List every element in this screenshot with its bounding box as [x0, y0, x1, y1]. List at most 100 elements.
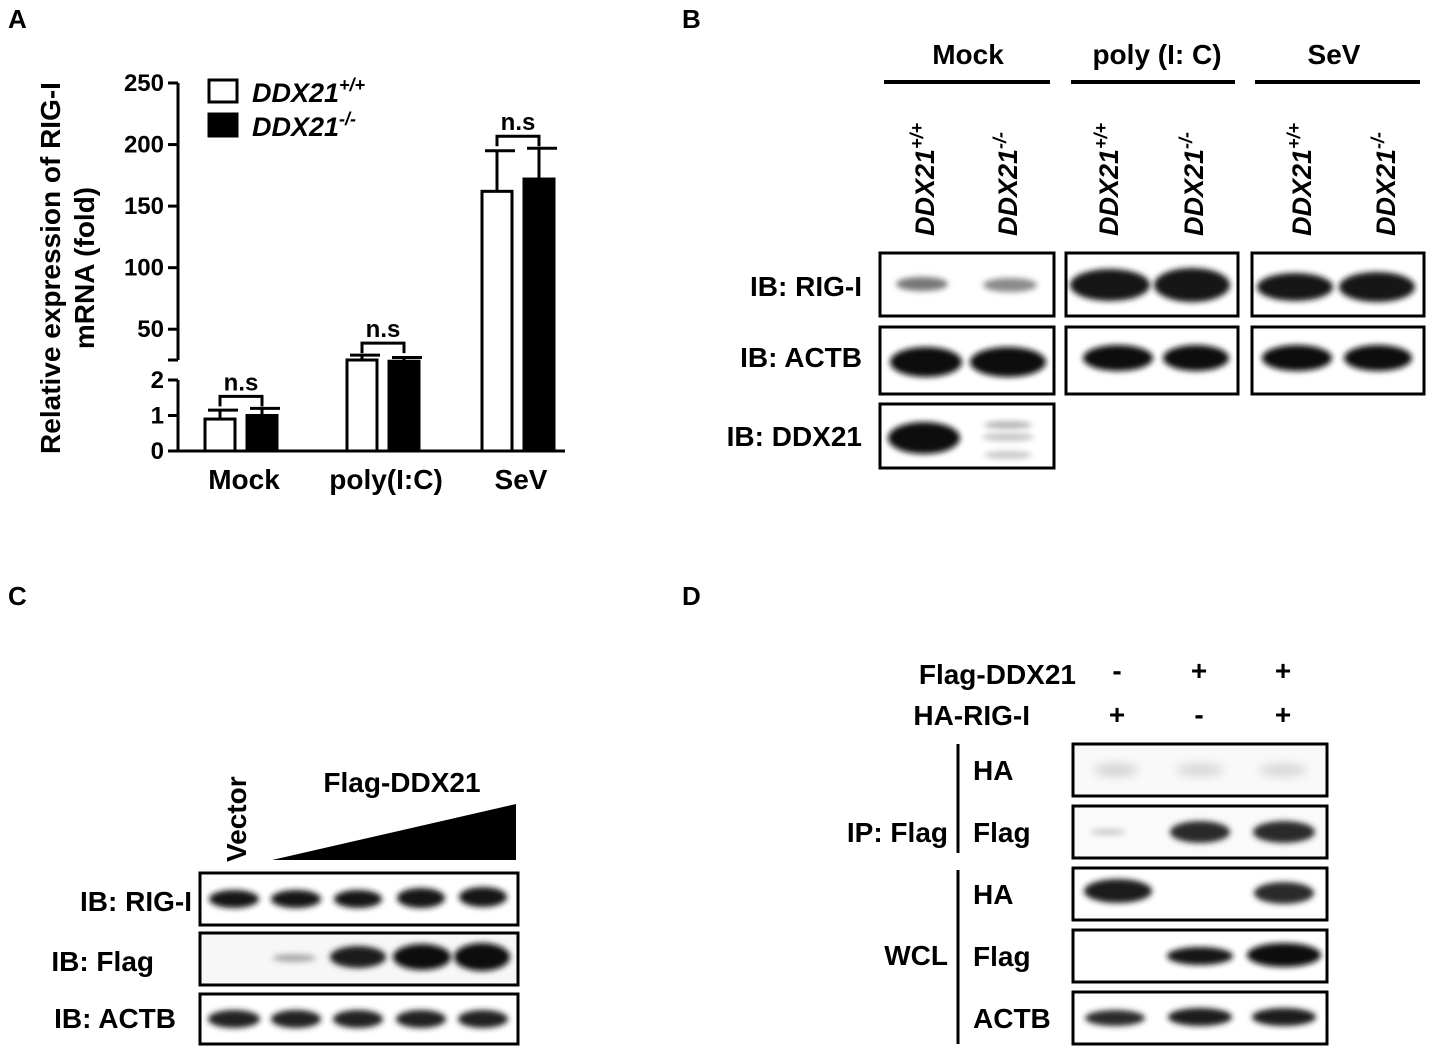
blot-label-actb: IB: ACTB: [740, 342, 862, 373]
construct-label: Flag-DDX21: [323, 767, 480, 798]
blot-c-flag: [198, 931, 520, 987]
y-tick-label: 100: [124, 255, 164, 282]
band: [1070, 269, 1150, 301]
band: [1257, 273, 1333, 301]
panel-b: Mock poly (I: C) SeV DDX21+/+DDX21-/-DDX…: [727, 39, 1426, 470]
band: [984, 421, 1032, 429]
legend-label-ko: DDX21-/-: [252, 109, 356, 142]
band: [397, 888, 445, 908]
significance-label: n.s: [366, 316, 401, 343]
bar: [345, 358, 379, 453]
band: [459, 887, 507, 907]
band: [393, 944, 451, 970]
band: [1259, 764, 1307, 776]
band: [330, 946, 386, 968]
blot-label-ddx21: IB: DDX21: [727, 421, 862, 452]
group-label-mock: Mock: [932, 39, 1004, 70]
blot-label-wcl-ha: HA: [973, 879, 1013, 910]
significance-bracket: [360, 341, 406, 354]
significance-label: n.s: [501, 109, 536, 136]
wcl-label: WCL: [884, 940, 948, 971]
band: [896, 277, 948, 291]
treatment-label-ha-rigi: HA-RIG-I: [913, 700, 1030, 731]
lane-label-vector: Vector: [221, 776, 252, 862]
legend-swatch-ko: [207, 112, 239, 138]
blot-d-wcl-ha: [1071, 866, 1329, 922]
band: [1339, 272, 1415, 302]
blot-b-rigi: [878, 251, 1426, 318]
blot-label-rigi: IB: RIG-I: [750, 271, 862, 302]
panel-label-d: D: [682, 581, 701, 611]
significance-bracket: [218, 394, 264, 407]
y-axis-label-line2: mRNA (fold): [69, 187, 100, 349]
band: [983, 278, 1037, 292]
band: [1254, 882, 1314, 904]
band: [272, 954, 316, 962]
blot-label-actb: IB: ACTB: [54, 1003, 176, 1034]
blot-label-ip-flag: Flag: [973, 817, 1031, 848]
band: [1247, 943, 1321, 967]
band: [1090, 829, 1126, 835]
blot-label-wcl-flag: Flag: [973, 941, 1031, 972]
panel-d: Flag-DDX21 HA-RIG-I -+++-+ IP: Flag WCL …: [847, 655, 1329, 1046]
panel-label-a: A: [8, 4, 27, 34]
treatment-sign: -: [1112, 655, 1121, 686]
dose-gradient-wedge: [272, 804, 516, 860]
band: [1253, 821, 1315, 843]
band: [271, 1010, 321, 1028]
y-tick-label: 150: [124, 193, 164, 220]
treatment-signs: -+++-+: [1109, 655, 1291, 730]
bar: [203, 417, 237, 453]
band: [333, 1010, 383, 1028]
band: [1163, 345, 1229, 371]
band: [209, 890, 259, 908]
panel-c: Vector Flag-DDX21 IB: RIG-I IB: Flag IB:…: [51, 767, 520, 1046]
panel-label-c: C: [8, 581, 27, 611]
lane-genotype-labels: DDX21+/+DDX21-/-DDX21+/+DDX21-/-DDX21+/+…: [907, 122, 1401, 236]
band: [888, 422, 960, 454]
band: [1168, 1008, 1232, 1026]
y-tick-label: 2: [151, 367, 164, 394]
lane-genotype-label: DDX21-/-: [1176, 132, 1209, 236]
band: [1176, 764, 1224, 776]
blot-d-wcl-actb: [1071, 990, 1329, 1046]
blot-label-wcl-actb: ACTB: [973, 1003, 1051, 1034]
band: [970, 347, 1046, 377]
band: [890, 347, 962, 377]
band: [1252, 1008, 1316, 1026]
band: [1084, 879, 1152, 903]
treatment-sign: +: [1275, 699, 1291, 730]
treatment-label-flag-ddx21: Flag-DDX21: [919, 659, 1076, 690]
treatment-sign: +: [1275, 655, 1291, 686]
band: [334, 890, 382, 908]
lane-genotype-label: DDX21+/+: [1091, 122, 1124, 236]
treatment-sign: +: [1109, 699, 1125, 730]
blot-b-ddx21: [878, 402, 1056, 470]
blot-label-flag: IB: Flag: [51, 946, 154, 977]
band: [396, 1010, 446, 1028]
band: [1094, 764, 1138, 776]
band: [1170, 821, 1230, 843]
x-tick-label: SeV: [495, 464, 548, 495]
treatment-sign: +: [1191, 655, 1207, 686]
band: [1262, 345, 1332, 371]
blot-label-rigi: IB: RIG-I: [80, 886, 192, 917]
bar: [522, 177, 556, 453]
band: [208, 1010, 260, 1028]
panel-label-b: B: [682, 4, 701, 34]
bar: [387, 359, 421, 453]
bar: [480, 189, 514, 453]
blot-c-actb: [198, 992, 520, 1046]
band: [454, 943, 510, 971]
bar-chart: Relative expression of RIG-I mRNA (fold)…: [35, 70, 565, 495]
lane-genotype-label: DDX21+/+: [907, 122, 940, 236]
y-tick-label: 200: [124, 132, 164, 159]
legend-label-wt: DDX21+/+: [252, 75, 366, 108]
lane-genotype-label: DDX21-/-: [990, 132, 1023, 236]
blot-b-actb: [878, 325, 1426, 396]
y-axis-label-line1: Relative expression of RIG-I: [35, 82, 66, 454]
group-label-sev: SeV: [1308, 39, 1361, 70]
y-tick-label: 50: [137, 316, 164, 343]
bar: [245, 414, 279, 453]
